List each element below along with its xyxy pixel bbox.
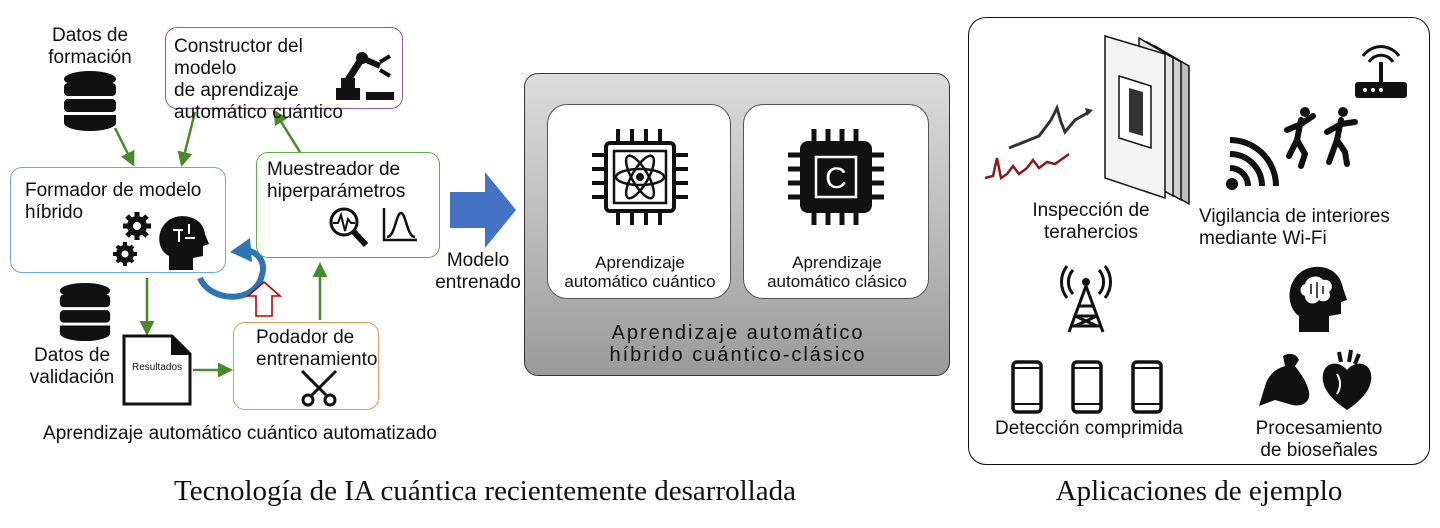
constructor-label: Constructor del modelo de aprendizaje au… (174, 36, 343, 123)
caption-example-applications: Aplicaciones de ejemplo (1055, 475, 1343, 507)
wifi-monitoring-label: Vigilancia de interiores mediante Wi-Fi (1199, 206, 1390, 249)
wifi-signal-icon (1226, 137, 1279, 190)
router-icon (1355, 45, 1407, 98)
robot-arm-icon (336, 52, 394, 100)
antenna-tower-icon (1060, 265, 1112, 333)
training-data-label: Datos de formación (48, 25, 132, 68)
hybrid-panel: Aprendizaje automático cuántico C Aprend… (524, 73, 950, 376)
magnifier-wave-icon (329, 207, 369, 248)
quantum-ml-label: Aprendizaje automático cuántico (564, 253, 716, 291)
validation-data-label: Datos de validación (29, 345, 115, 388)
smartphone-icon (1071, 360, 1103, 414)
arrow-data-to-former (113, 127, 135, 167)
sampler-box: Muestreador de hiperparámetros (256, 152, 440, 258)
sampler-label: Muestreador de hiperparámetros (267, 159, 406, 202)
classical-card: C Aprendizaje automático clásico (743, 104, 929, 299)
terahertz-label: Inspección de terahercios (1032, 200, 1150, 243)
feedback-arrow (245, 280, 283, 317)
caption-new-technology: Tecnología de IA cuántica recientemente … (174, 475, 796, 507)
quantum-chip-icon (592, 129, 688, 225)
pruner-label: Podador de entrenamiento (256, 327, 378, 370)
gaussian-icon (382, 208, 417, 242)
gears-head-icon (113, 212, 209, 270)
classical-chip-icon (788, 129, 884, 225)
results-label: Resultados (131, 362, 183, 373)
results-document: Resultados (122, 334, 192, 406)
constructor-box: Constructor del modelo de aprendizaje au… (165, 27, 403, 123)
trained-model-label: Modelo entrenado (435, 250, 521, 293)
arrow-constructor-to-former (177, 111, 197, 167)
arrow-sampler-to-constructor (273, 109, 302, 153)
trained-model-arrow (450, 172, 516, 248)
document-icon (122, 334, 192, 406)
classical-chip-letter: C (825, 162, 847, 195)
pruner-box: Podador de entrenamiento (233, 322, 379, 410)
brain-head-icon (1289, 266, 1347, 332)
database-icon (59, 282, 111, 342)
biosignal-label: Procesamiento de bioseñales (1255, 418, 1383, 461)
former-box: Formador de modelo híbrido (10, 167, 226, 273)
compressed-sensing-label: Detección comprimida (995, 418, 1183, 439)
classical-ml-label: Aprendizaje automático clásico (767, 253, 907, 291)
heart-icon (1322, 349, 1372, 410)
smartphone-icon (1131, 360, 1163, 414)
terahertz-panel-icon (984, 34, 1190, 206)
hybrid-panel-title: Aprendizaje automático híbrido cuántico-… (609, 322, 867, 366)
former-label: Formador de modelo híbrido (25, 180, 202, 223)
quantum-card: Aprendizaje automático cuántico (547, 104, 731, 299)
applications-panel: Inspección de terahercios Vigilancia de … (968, 17, 1430, 465)
muscle-arm-icon (1259, 353, 1310, 406)
people-icon (1284, 107, 1358, 169)
automl-section-title: Aprendizaje automático cuántico automati… (43, 423, 437, 444)
loop-arrow (197, 247, 266, 300)
database-icon (64, 71, 116, 131)
scissors-icon (300, 369, 338, 407)
smartphone-icon (1011, 360, 1043, 414)
